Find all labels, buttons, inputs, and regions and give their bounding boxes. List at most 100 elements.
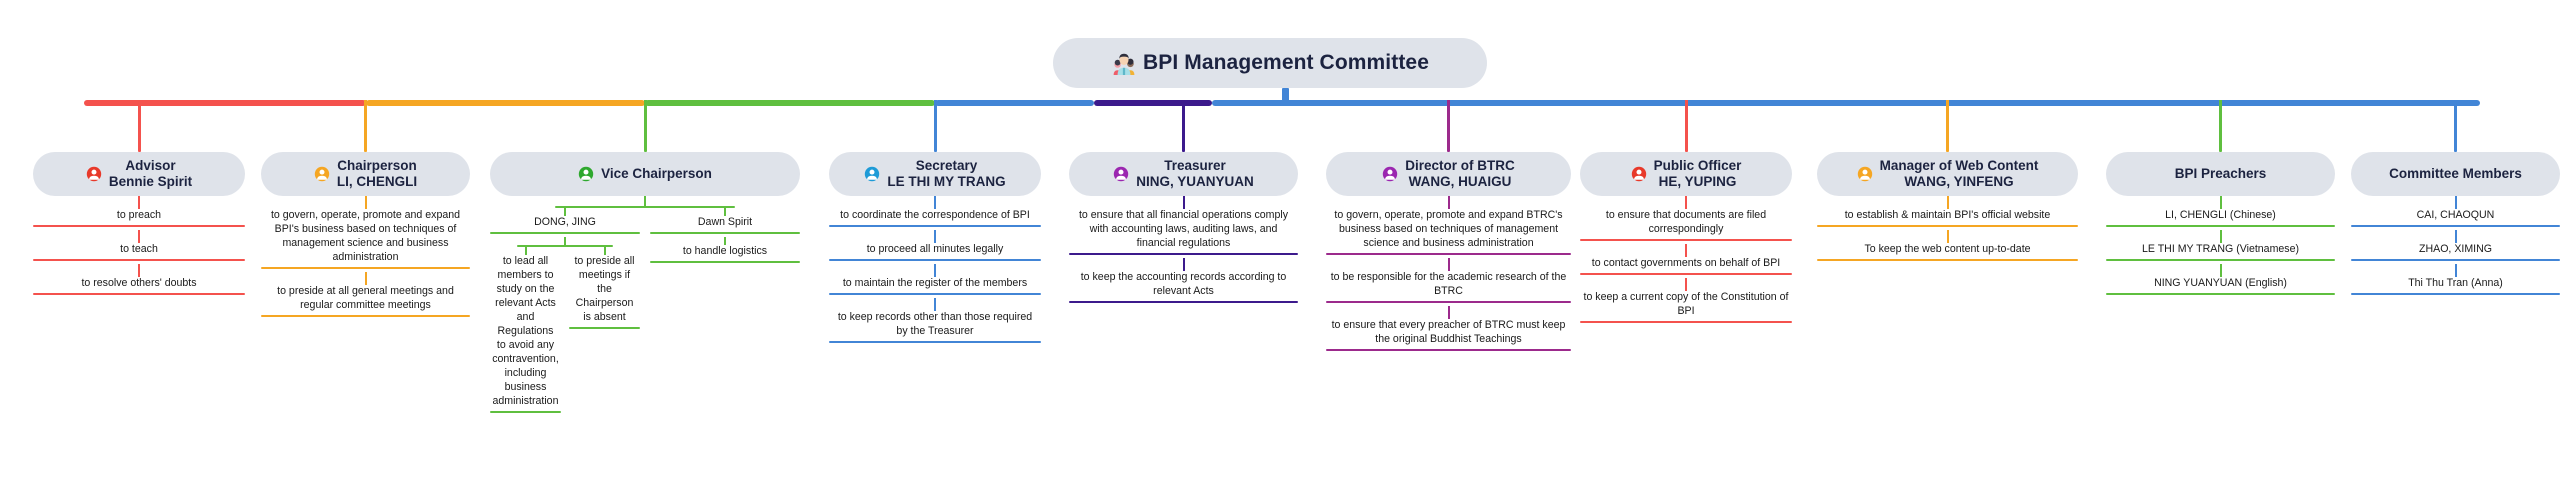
connector-line [1946, 196, 1949, 209]
subgroup-label[interactable]: DONG, JING [490, 216, 640, 237]
subgroup-label[interactable]: Dawn Spirit [650, 216, 800, 237]
branch-column-chairperson: Chairperson LI, CHENGLI to govern, opera… [261, 152, 470, 320]
leaf-item[interactable]: CAI, CHAOQUN [2351, 209, 2560, 230]
node-labels-director-of-btrc: Director of BTRC WANG, HUAIGU [1405, 158, 1515, 190]
connector-line [724, 208, 726, 216]
leaf-item[interactable]: to preside all meetings if the Chairpers… [569, 255, 640, 332]
node-labels-manager-of-web-content: Manager of Web Content WANG, YINFENG [1880, 158, 2039, 190]
node-role-secretary: Secretary [915, 158, 978, 174]
connector-line [2219, 229, 2222, 243]
leaf-item[interactable]: to keep records other than those require… [829, 311, 1041, 346]
drop-line-manager-of-web-content [1946, 100, 1949, 152]
leaf-item[interactable]: to preside at all general meetings and r… [261, 285, 470, 320]
node-person-director-of-btrc: WANG, HUAIGU [1408, 174, 1512, 189]
connector-line [2454, 263, 2457, 277]
node-advisor[interactable]: Advisor Bennie Spirit [33, 152, 245, 196]
trunk-segment-2 [645, 100, 935, 106]
connector-line [1685, 277, 1687, 291]
leaf-wrap: to lead all members to study on the rele… [490, 246, 561, 416]
branch-column-secretary: Secretary LE THI MY TRANG to coordinate … [829, 152, 1041, 346]
drop-line-public-officer [1684, 100, 1688, 152]
leaf-item[interactable]: to ensure that documents are filed corre… [1580, 209, 1792, 244]
leaf-item[interactable]: to coordinate the correspondence of BPI [829, 209, 1041, 230]
trunk-segment-1 [365, 100, 645, 106]
leaf-item[interactable]: to maintain the register of the members [829, 277, 1041, 298]
branch-column-treasurer: Treasurer NING, YUANYUAN to ensure that … [1069, 152, 1298, 306]
drop-line-bpi-preachers [2219, 100, 2222, 152]
leaf-item[interactable]: LI, CHENGLI (Chinese) [2106, 209, 2335, 230]
node-public-officer[interactable]: Public Officer HE, YUPING [1580, 152, 1792, 196]
connector-line [934, 196, 936, 209]
node-vice-chairperson[interactable]: Vice Chairperson [490, 152, 800, 196]
leaf-item[interactable]: to keep a current copy of the Constituti… [1580, 291, 1792, 326]
connector-line [1447, 257, 1450, 271]
leaf-item[interactable]: To keep the web content up-to-date [1817, 243, 2078, 264]
connector-line [1685, 243, 1687, 257]
node-bpi-preachers[interactable]: BPI Preachers [2106, 152, 2335, 196]
leaf-item[interactable]: to keep the accounting records according… [1069, 271, 1298, 306]
node-manager-of-web-content[interactable]: Manager of Web Content WANG, YINFENG [1817, 152, 2078, 196]
branch-column-bpi-preachers: BPI Preachers LI, CHENGLI (Chinese) LE TH… [2106, 152, 2335, 298]
connector-line [1946, 229, 1949, 243]
person-icon [86, 166, 102, 182]
trunk-segment-4 [1093, 100, 1212, 106]
subgroup-item-row: to lead all members to study on the rele… [490, 246, 640, 416]
branch-column-vice-chairperson: Vice Chairperson DONG, JING to lead all m… [490, 152, 800, 416]
connector-line [364, 196, 367, 209]
fork-bar [555, 206, 735, 208]
drop-line-director-of-btrc [1447, 100, 1450, 152]
node-labels-public-officer: Public Officer HE, YUPING [1654, 158, 1742, 190]
branch-column-committee-members: Committee Members CAI, CHAOQUN ZHAO, XIMI… [2351, 152, 2560, 298]
leaf-item[interactable]: to handle logistics [650, 245, 800, 266]
connector-line [138, 196, 140, 209]
subgroup-row: DONG, JING to lead all members to study o… [490, 208, 800, 416]
leaf-item[interactable]: to teach [33, 243, 245, 264]
node-labels-advisor: Advisor Bennie Spirit [109, 158, 192, 190]
leaf-item[interactable]: to be responsible for the academic resea… [1326, 271, 1571, 306]
node-person-public-officer: HE, YUPING [1658, 174, 1737, 189]
connector-line [2454, 196, 2457, 209]
connector-line [603, 246, 606, 255]
node-role-committee-members: Committee Members [2389, 166, 2522, 182]
connector-line [1182, 196, 1185, 209]
leaf-item[interactable]: to govern, operate, promote and expand B… [1326, 209, 1571, 258]
connector-line [644, 196, 646, 206]
trunk-segment-5 [1211, 100, 2480, 106]
node-treasurer[interactable]: Treasurer NING, YUANYUAN [1069, 152, 1298, 196]
leaf-item[interactable]: to ensure that all financial operations … [1069, 209, 1298, 258]
connector-line [2219, 263, 2222, 277]
root-title: BPI Management Committee [1143, 51, 1429, 74]
node-person-treasurer: NING, YUANYUAN [1136, 174, 1254, 189]
node-chairperson[interactable]: Chairperson LI, CHENGLI [261, 152, 470, 196]
leaf-item[interactable]: ZHAO, XIMING [2351, 243, 2560, 264]
leaf-item[interactable]: Thi Thu Tran (Anna) [2351, 277, 2560, 298]
fork-bar [517, 244, 613, 247]
leaf-item[interactable]: to proceed all minutes legally [829, 243, 1041, 264]
leaf-item[interactable]: to establish & maintain BPI's official w… [1817, 209, 2078, 230]
root-node-bpi-management-committee[interactable]: BPI Management Committee [1053, 38, 1487, 88]
leaf-item[interactable]: NING YUANYUAN (English) [2106, 277, 2335, 298]
leaf-item[interactable]: to preach [33, 209, 245, 230]
person-icon [1113, 166, 1129, 182]
leaf-item[interactable]: to resolve others' doubts [33, 277, 245, 298]
leaf-item[interactable]: to lead all members to study on the rele… [490, 255, 561, 416]
connector-line [1447, 305, 1450, 319]
node-committee-members[interactable]: Committee Members [2351, 152, 2560, 196]
person-icon [1631, 166, 1647, 182]
leaf-item[interactable]: to contact governments on behalf of BPI [1580, 257, 1792, 278]
node-director-of-btrc[interactable]: Director of BTRC WANG, HUAIGU [1326, 152, 1571, 196]
leaf-item[interactable]: to govern, operate, promote and expand B… [261, 209, 470, 272]
family-group-icon [1111, 51, 1137, 75]
leaf-item[interactable]: LE THI MY TRANG (Vietnamese) [2106, 243, 2335, 264]
drop-line-treasurer [1182, 100, 1185, 152]
node-labels-chairperson: Chairperson LI, CHENGLI [337, 158, 417, 190]
connector-line [138, 263, 140, 277]
node-secretary[interactable]: Secretary LE THI MY TRANG [829, 152, 1041, 196]
node-labels-treasurer: Treasurer NING, YUANYUAN [1136, 158, 1254, 190]
drop-line-committee-members [2454, 100, 2457, 152]
leaf-item[interactable]: to ensure that every preacher of BTRC mu… [1326, 319, 1571, 354]
connector-line [934, 229, 936, 243]
node-person-secretary: LE THI MY TRANG [887, 174, 1006, 189]
root-connector-stub [1282, 88, 1289, 102]
